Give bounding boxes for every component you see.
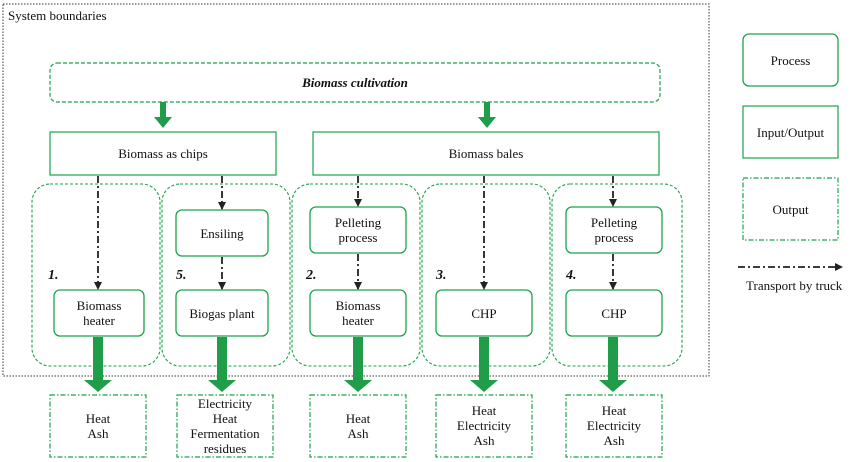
pathway-group-4 — [551, 183, 683, 367]
bales-label: Biomass bales — [448, 146, 524, 161]
legend-process-box — [742, 33, 839, 87]
process-box-biomass-heater-2 — [309, 289, 407, 337]
output-label-1: Heat Ash — [85, 411, 111, 441]
system-boundaries-label: System boundaries — [8, 8, 107, 23]
process-box-pelleting-4 — [565, 206, 663, 254]
process-box-biogas-plant — [175, 289, 269, 337]
legend-input-output-label: Input/Output — [756, 125, 825, 140]
cultivation-box — [49, 62, 661, 103]
output-label-3: Heat Electricity Ash — [456, 403, 512, 448]
output-box-2 — [309, 394, 407, 458]
pathway-number-1: 1. — [48, 268, 59, 283]
process-box-ensiling — [175, 209, 269, 257]
bales-box — [312, 131, 660, 176]
output-box-3 — [435, 394, 533, 458]
process-box-pelleting-2 — [309, 206, 407, 254]
pathway-number-3: 3. — [436, 268, 447, 283]
output-box-4 — [565, 394, 663, 458]
process-label-biomass-heater-1: Biomass heater — [76, 298, 122, 328]
process-box-biomass-heater-1 — [53, 289, 145, 337]
cultivation-arrows — [154, 102, 496, 128]
output-arrows — [84, 337, 627, 392]
legend-process-label: Process — [770, 53, 811, 68]
chips-label: Biomass as chips — [118, 146, 208, 161]
process-label-biogas-plant: Biogas plant — [189, 306, 255, 321]
legend-output-box — [742, 177, 839, 241]
chips-box — [49, 131, 277, 176]
process-box-chp-3 — [435, 289, 533, 337]
pathway-number-5: 5. — [176, 268, 187, 283]
output-label-4: Heat Electricity Ash — [586, 403, 642, 448]
legend-input-output-box — [742, 105, 839, 159]
process-label-biomass-heater-2: Biomass heater — [335, 298, 381, 328]
process-label-chp-3: CHP — [471, 306, 497, 321]
cultivation-label: Biomass cultivation — [302, 75, 408, 90]
process-label-pelleting-2: Pelleting process — [334, 215, 382, 245]
process-label-ensiling: Ensiling — [200, 226, 244, 241]
pathway-number-4: 4. — [566, 268, 577, 283]
legend-output-label: Output — [772, 202, 809, 217]
output-label-5: Electricity Heat Fermentation residues — [190, 396, 260, 456]
process-box-chp-4 — [565, 289, 663, 337]
output-label-2: Heat Ash — [345, 411, 371, 441]
process-label-chp-4: CHP — [601, 306, 627, 321]
pathway-number-2: 2. — [306, 268, 317, 283]
output-box-5 — [176, 394, 274, 458]
output-box-1 — [49, 394, 147, 458]
process-label-pelleting-4: Pelleting process — [590, 215, 638, 245]
legend-transport-label: Transport by truck — [746, 278, 843, 293]
